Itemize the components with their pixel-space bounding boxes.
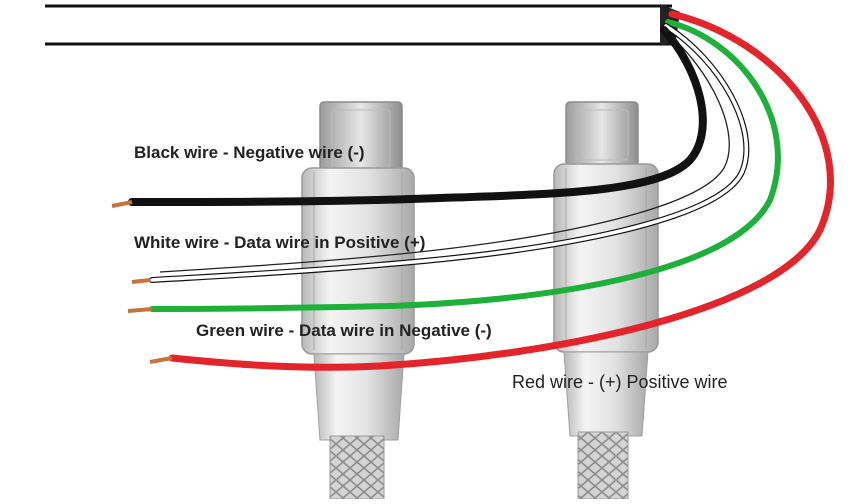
label-white-wire: White wire - Data wire in Positive (+) [134, 233, 425, 252]
wire-white [131, 23, 750, 284]
label-black-wire: Black wire - Negative wire (-) [134, 143, 365, 162]
main-cable [45, 4, 680, 46]
wire-black-copper-tip [111, 200, 133, 208]
wire-black [111, 26, 707, 208]
wire-red [149, 10, 834, 371]
label-green-wire: Green wire - Data wire in Negative (-) [196, 321, 492, 340]
wire-green [127, 19, 781, 313]
wire-red-copper-tip [149, 356, 173, 364]
wire-green-copper-tip [127, 307, 153, 313]
wire-white-copper-tip [131, 278, 151, 284]
usb-c-connector-right [553, 101, 659, 500]
label-red-wire: Red wire - (+) Positive wire [512, 372, 728, 392]
